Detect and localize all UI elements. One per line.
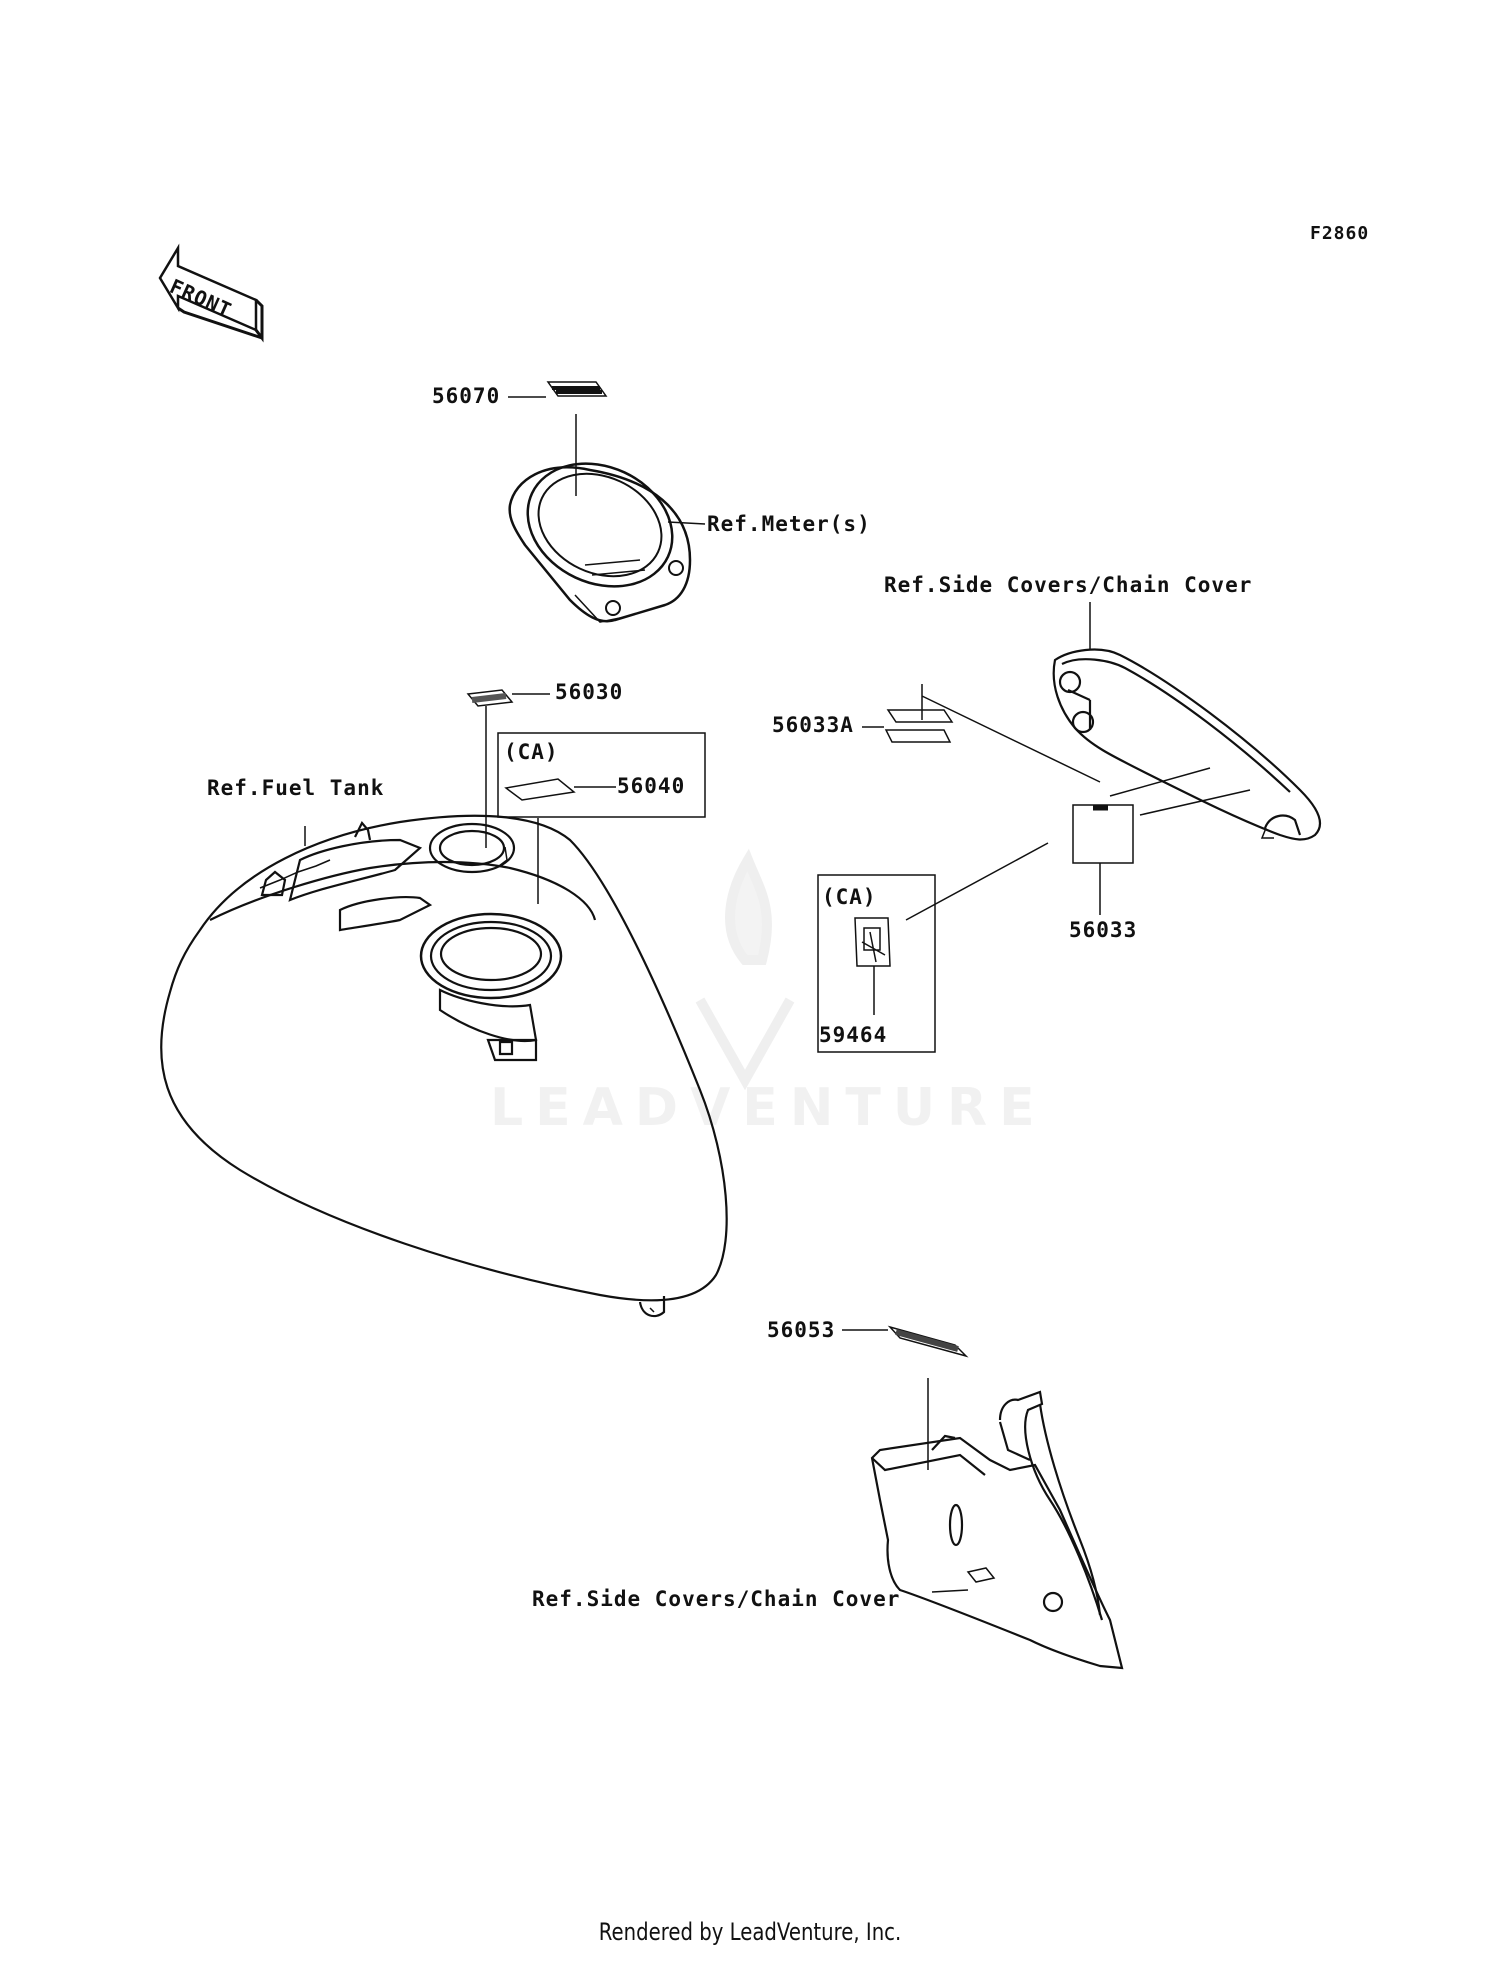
side-cover-bottom-drawing (870, 1390, 1124, 1670)
label-ca-2: (CA) (822, 885, 877, 909)
sticker-59464-icon (854, 917, 891, 967)
sticker-56053-icon (887, 1325, 969, 1358)
label-56030: 56030 (555, 680, 624, 704)
sticker-56033a-icon (884, 709, 954, 743)
label-56040: 56040 (617, 774, 686, 798)
side-cover-top-drawing (1052, 602, 1322, 841)
label-56070: 56070 (432, 384, 501, 408)
figure-code: F2860 (1310, 223, 1370, 244)
footer-credit: Rendered by LeadVenture, Inc. (598, 1918, 902, 1946)
label-ref-side-covers-bottom: Ref.Side Covers/Chain Cover (532, 1587, 901, 1611)
ca-box-59464 (817, 874, 936, 1053)
label-56033a: 56033A (772, 713, 854, 737)
front-arrow-icon (158, 243, 264, 343)
meter-drawing (508, 381, 706, 623)
label-ref-meter: Ref.Meter(s) (707, 512, 871, 536)
watermark-text: LEADVENTURE (490, 1078, 1047, 1138)
label-59464: 59464 (819, 1023, 888, 1047)
sticker-56033-icon (1072, 804, 1134, 864)
ca-box-56040 (497, 732, 706, 818)
sticker-56030-icon (466, 689, 514, 707)
label-ref-fuel-tank: Ref.Fuel Tank (207, 776, 385, 800)
label-ref-side-covers-top: Ref.Side Covers/Chain Cover (884, 573, 1253, 597)
label-56033: 56033 (1069, 918, 1138, 942)
watermark-logo (695, 848, 795, 1091)
fuel-tank-drawing (160, 814, 728, 1318)
label-ca-1: (CA) (504, 740, 559, 764)
sticker-56040-icon (504, 778, 576, 801)
label-56053: 56053 (767, 1318, 836, 1342)
